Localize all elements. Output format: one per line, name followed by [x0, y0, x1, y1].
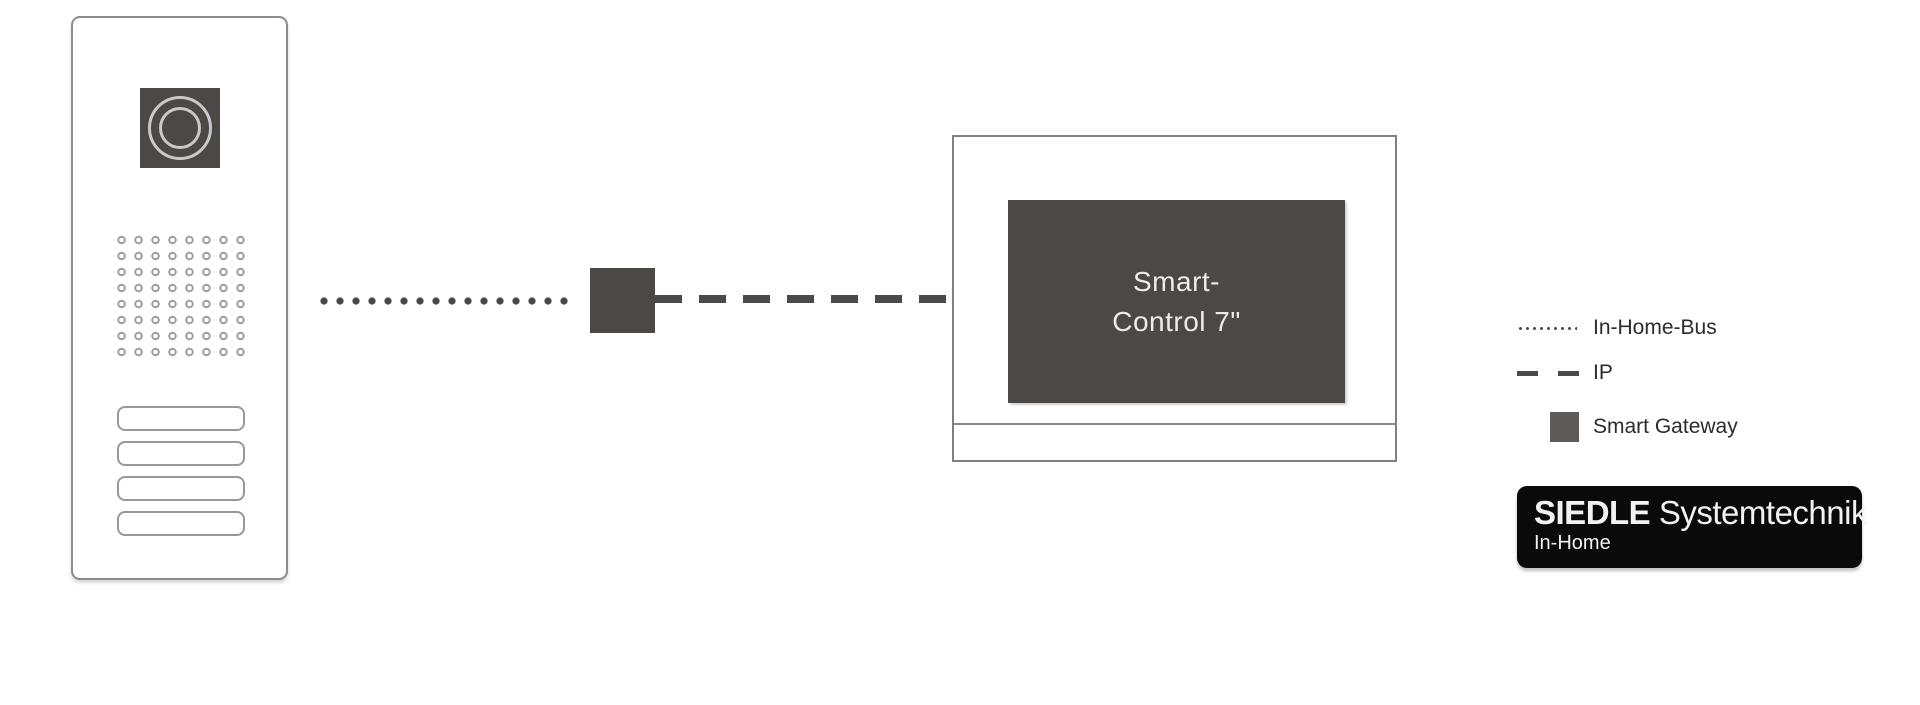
legend-label-in-home-bus: In-Home-Bus: [1593, 316, 1717, 339]
legend-item-in-home-bus: In-Home-Bus: [1517, 315, 1717, 341]
legend-label-ip: IP: [1593, 361, 1613, 384]
smart-control-monitor: Smart- Control 7": [952, 135, 1397, 462]
brand-subline: In-Home: [1534, 532, 1611, 554]
ip-line: [655, 295, 952, 303]
siedle-brand-badge: SIEDLE Systemtechnik In-Home: [1517, 486, 1867, 568]
legend-item-smart-gateway: Smart Gateway: [1517, 412, 1738, 442]
gateway-square-swatch-icon: [1550, 412, 1579, 442]
monitor-screen-label: Smart- Control 7": [1112, 262, 1241, 342]
legend-swatch-column: [1517, 326, 1579, 330]
door-station: [71, 16, 288, 580]
monitor-label-line2: Control 7": [1112, 305, 1241, 337]
brand-suffix: Systemtechnik: [1658, 494, 1868, 531]
legend-swatch-column: [1517, 412, 1579, 442]
monitor-label-line1: Smart-: [1133, 265, 1220, 297]
call-button-4: [117, 511, 245, 536]
legend-label-smart-gateway: Smart Gateway: [1593, 415, 1738, 438]
camera-lens-inner-ring-icon: [159, 107, 201, 149]
legend-swatch-column: [1517, 370, 1579, 376]
smart-gateway-square: [590, 268, 655, 333]
call-button-1: [117, 406, 245, 431]
brand-name: SIEDLE: [1534, 494, 1651, 531]
monitor-screen: Smart- Control 7": [1008, 200, 1345, 403]
brand-title: SIEDLE Systemtechnik: [1534, 494, 1867, 531]
camera-module: [140, 88, 220, 168]
speaker-grille: [113, 232, 249, 360]
legend-item-ip: IP: [1517, 360, 1613, 386]
camera-lens-outer-ring-icon: [148, 96, 212, 160]
call-button-2: [117, 441, 245, 466]
dashed-line-swatch-icon: [1517, 370, 1579, 376]
in-home-bus-line: [316, 297, 572, 305]
monitor-base-strip: [954, 423, 1395, 425]
dotted-line-swatch-icon: [1517, 326, 1577, 330]
call-button-3: [117, 476, 245, 501]
